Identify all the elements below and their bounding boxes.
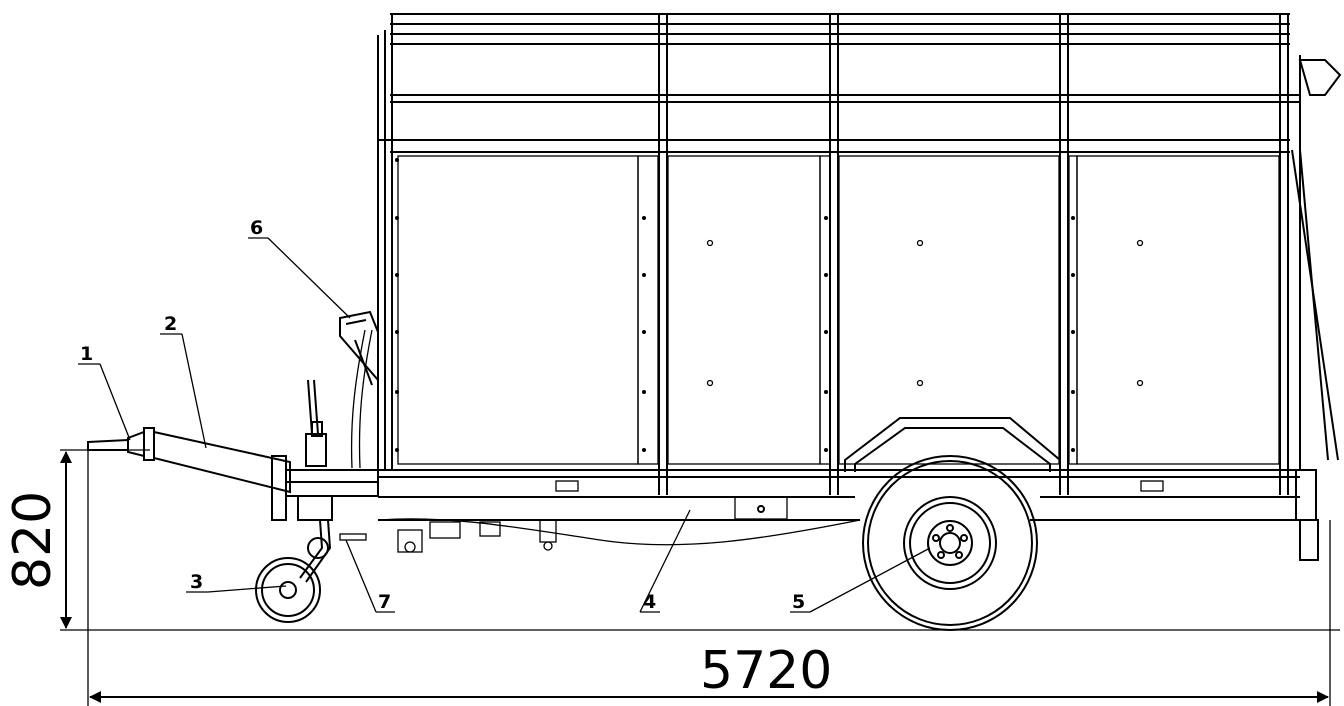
callout-leaders: [78, 237, 931, 613]
dimension-lines: [60, 449, 1340, 706]
dimension-height: 820: [3, 491, 63, 590]
chassis: [378, 55, 1342, 561]
main-wheel: [862, 455, 1038, 631]
callout-7: 7: [378, 591, 391, 613]
side-panels: [395, 155, 1280, 465]
drawbar: [87, 329, 379, 583]
callout-6: 6: [250, 217, 263, 239]
callout-4: 4: [643, 591, 656, 613]
front-bracket: [339, 310, 379, 386]
callout-5: 5: [792, 591, 805, 613]
callout-1: 1: [80, 343, 93, 365]
cage-top-rails: [378, 13, 1300, 153]
dimension-length: 5720: [700, 641, 832, 701]
undercarriage: [339, 518, 861, 553]
cage-posts: [377, 14, 1289, 495]
wheel-arch: [844, 417, 1061, 472]
callout-3: 3: [190, 571, 203, 593]
callout-2: 2: [164, 313, 177, 335]
jockey-wheel: [255, 557, 321, 623]
